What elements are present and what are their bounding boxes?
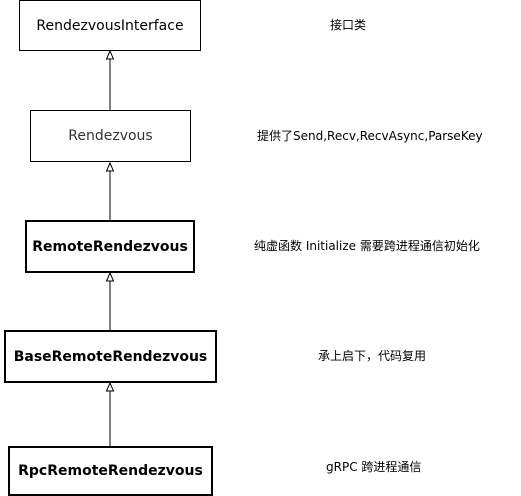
note-rendezvous-interface: 接口类 [330,18,367,32]
edge-rendezvous-to-interface-arrowhead [105,49,115,60]
edge-rpc-to-base-arrowhead [105,381,115,392]
node-base-remote-rendezvous: BaseRemoteRendezvous [4,330,217,383]
note-rendezvous: 提供了Send,Recv,RecvAsync,ParseKey [257,129,483,143]
node-rendezvous: Rendezvous [30,110,191,162]
note-base-remote-rendezvous: 承上启下，代码复用 [318,349,427,363]
node-rendezvous-interface: RendezvousInterface [19,0,201,51]
edge-base-to-remote-arrowhead [105,271,115,282]
edge-remote-to-rendezvous-arrowhead [105,161,115,172]
node-remote-rendezvous: RemoteRendezvous [25,220,195,273]
note-remote-rendezvous: 纯虚函数 Initialize 需要跨进程通信初始化 [254,239,480,253]
note-rpc-remote-rendezvous: gRPC 跨进程通信 [326,460,422,474]
node-rpc-remote-rendezvous: RpcRemoteRendezvous [8,446,213,496]
